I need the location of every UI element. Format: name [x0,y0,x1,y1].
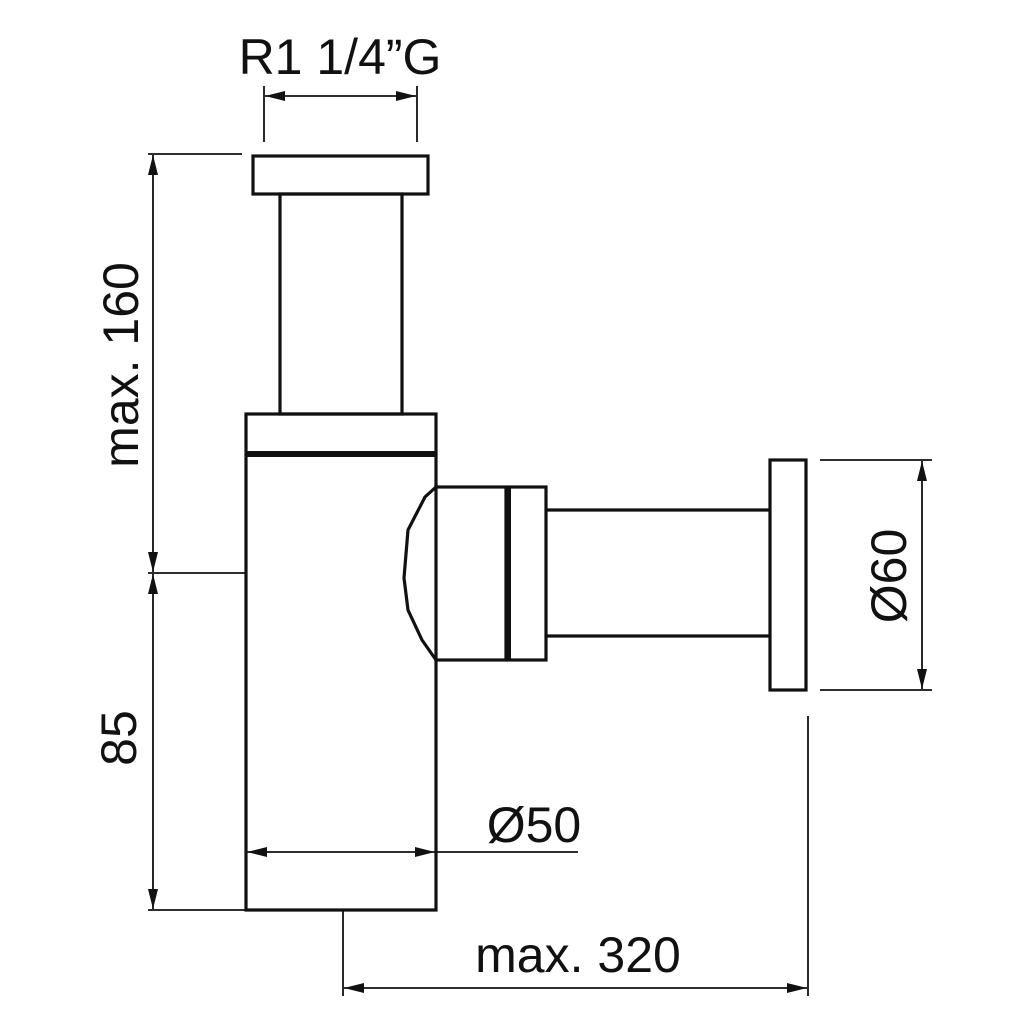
dimension-diameter-60: Ø60 [820,459,932,691]
diameter-60-label: Ø60 [861,529,917,624]
dimension-thread: R1 1/4”G [239,29,442,142]
bottle-cylinder [244,454,438,912]
wall-tube [546,508,770,638]
wall-flange [768,458,808,692]
trap-body [244,154,808,912]
outlet-stub [434,485,508,662]
thread-label: R1 1/4”G [239,29,442,85]
bottle-collar [244,412,438,456]
outlet-elbow [402,485,438,661]
dimension-height-85: 85 [91,572,246,911]
height-max-label: max. 160 [93,262,149,468]
diameter-50-label: Ø50 [487,797,582,853]
top-nut [251,154,430,196]
height-85-label: 85 [91,710,147,766]
outlet-nut [506,485,548,662]
length-max-label: max. 320 [475,927,681,983]
dimension-length-max: max. 320 [342,716,809,996]
inlet-tube [278,192,404,416]
dimension-height-max: max. 160 [93,153,242,572]
dimension-diameter-50: Ø50 [247,797,582,857]
